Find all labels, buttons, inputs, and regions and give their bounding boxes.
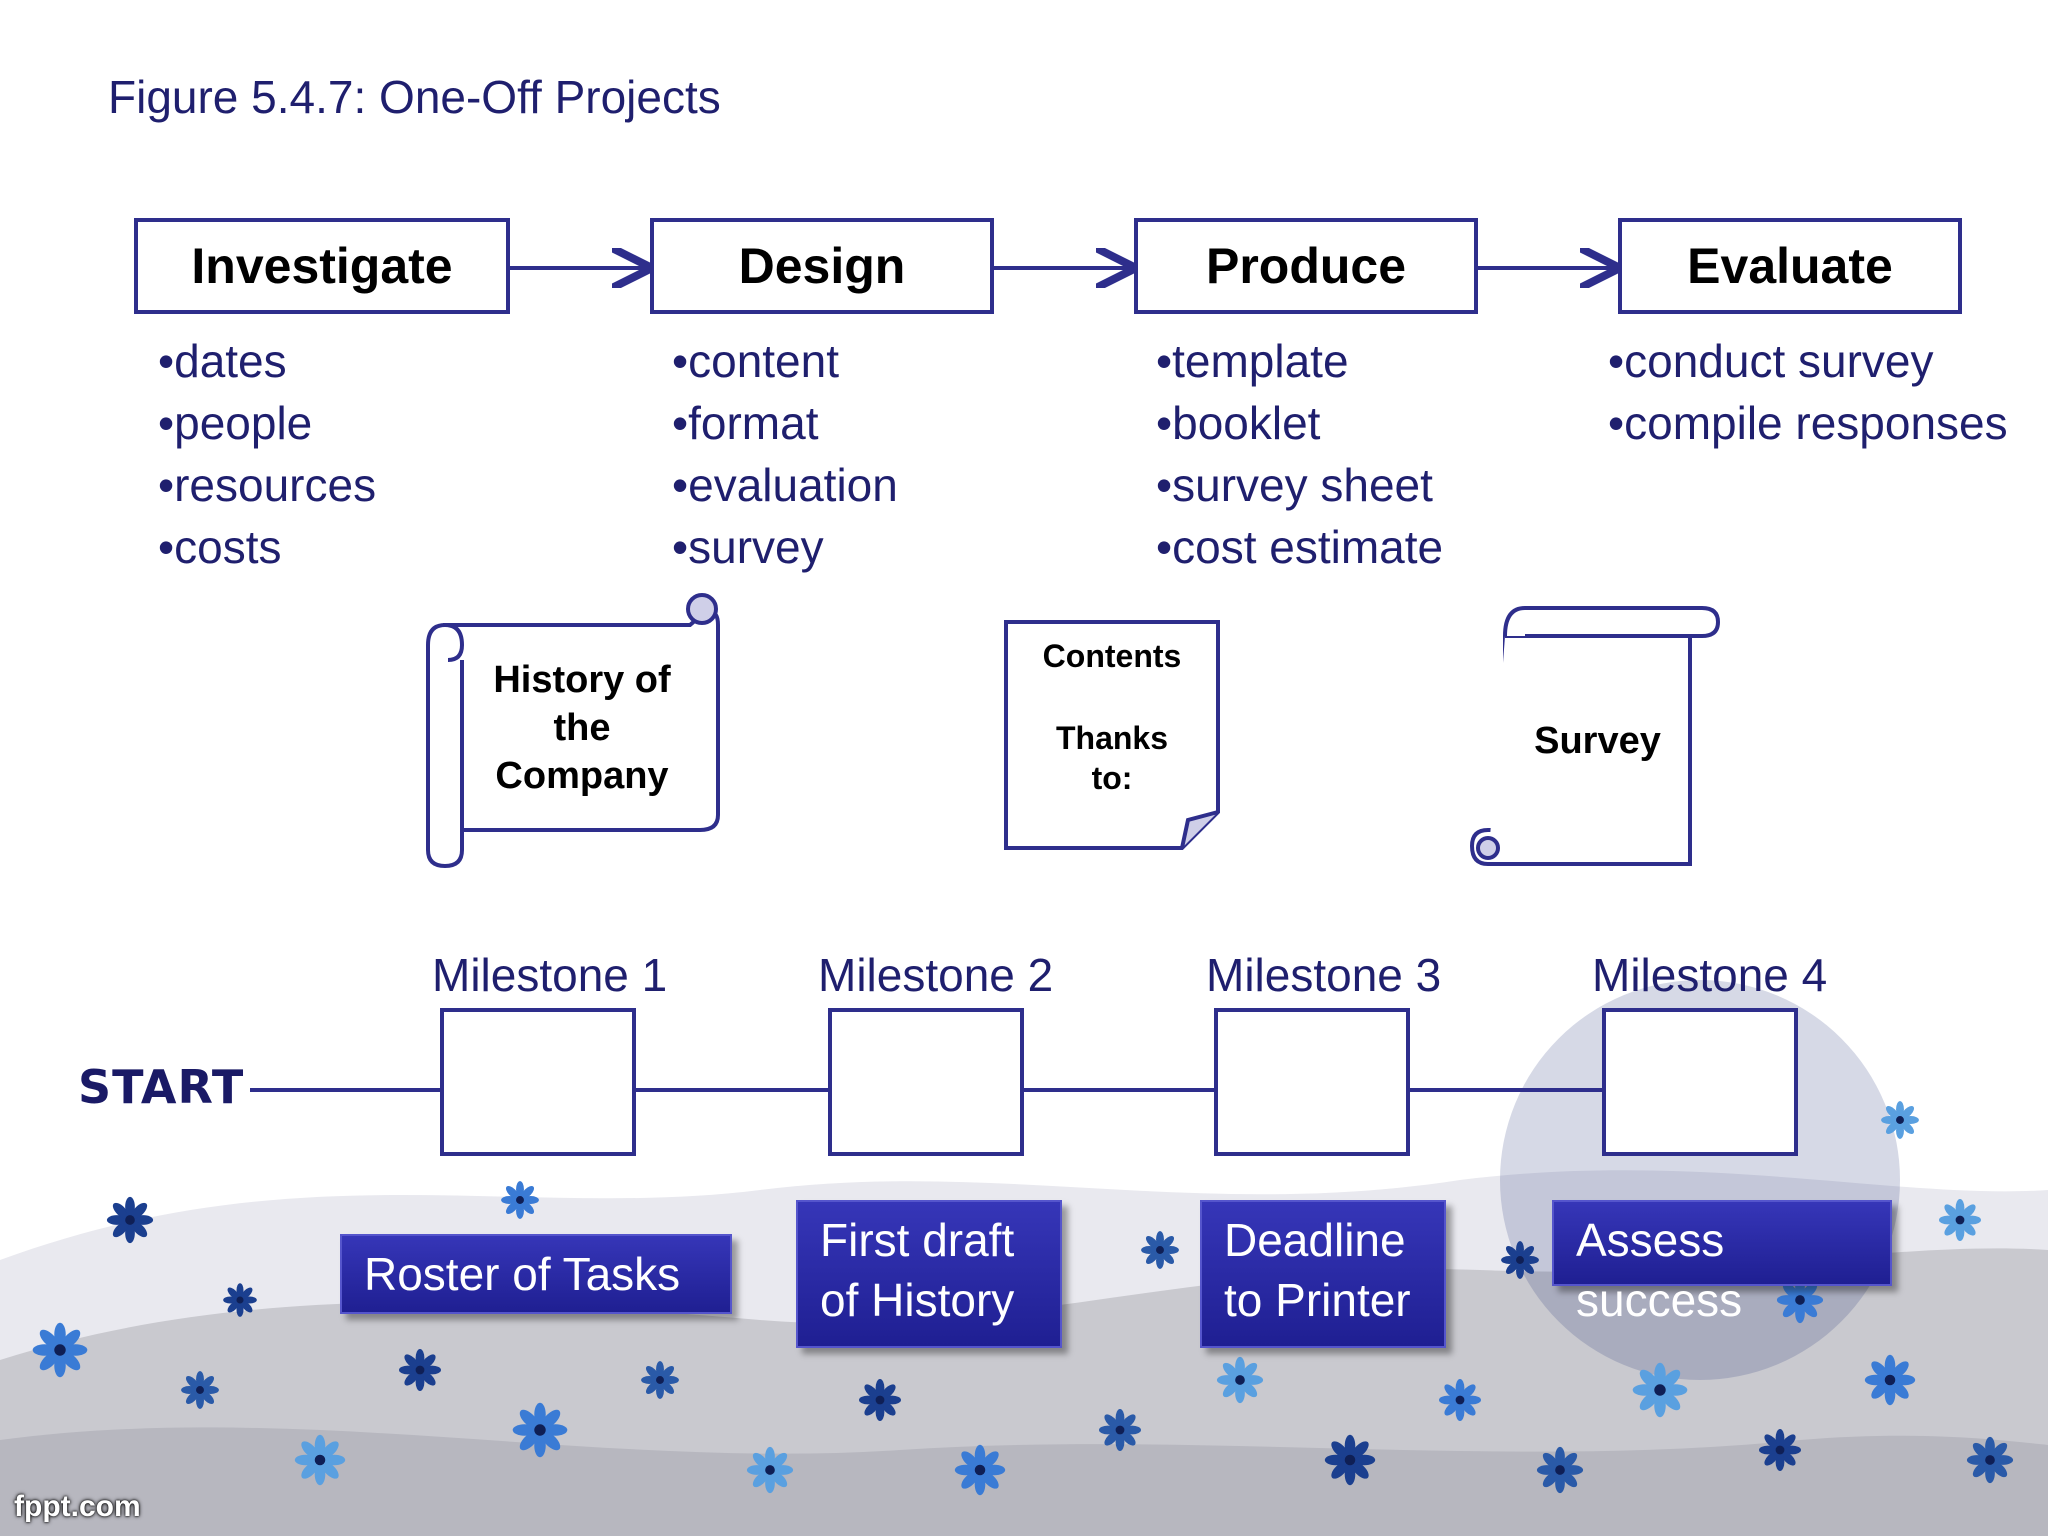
flower-decoration [1536,1446,1584,1494]
flower-decoration [1324,1434,1376,1486]
phase-box-design: Design [650,218,994,314]
milestone-4-note: Assess success [1552,1200,1892,1326]
flower-decoration [859,1379,901,1421]
list-item: booklet [1156,392,1443,454]
flower-decoration [1864,1354,1916,1406]
list-item: evaluation [672,454,898,516]
milestone-2-note-line-1: First draft [820,1214,1015,1266]
evaluate-bullets: conduct survey compile responses [1608,330,2008,454]
list-item: costs [158,516,376,578]
milestone-4-label: Milestone 4 [1592,949,1828,1001]
milestone-3-note: Deadline to Printer [1200,1200,1446,1348]
flower-decoration [1881,1101,1919,1139]
flower-decoration [641,1361,679,1399]
flower-decoration [1966,1436,2014,1484]
milestone-1-label: Milestone 1 [432,949,668,1001]
flower-decoration [1759,1429,1801,1471]
flower-decoration [501,1181,539,1219]
history-line-3: Company [495,755,669,797]
history-scroll-text: History of the Company [462,656,702,800]
milestone-1-note-line-1: Roster of Tasks [364,1248,681,1300]
milestone-2-label: Milestone 2 [818,949,1054,1001]
list-item: survey [672,516,898,578]
survey-scroll-text: Survey [1505,720,1690,763]
flower-decoration [1141,1231,1179,1269]
flower-decoration [1776,1276,1824,1324]
flower-decoration [1439,1379,1481,1421]
phase-box-investigate: Investigate [134,218,510,314]
list-item: content [672,330,898,392]
phase-box-evaluate: Evaluate [1618,218,1962,314]
flower-decoration [181,1371,219,1409]
flower-decoration [1939,1199,1981,1241]
list-item: cost estimate [1156,516,1443,578]
booklet-line-1: Contents [1042,638,1182,674]
flower-decoration [294,1434,346,1486]
flower-decoration [399,1349,441,1391]
fppt-watermark: fppt.com [14,1490,141,1523]
investigate-bullets: dates people resources costs [158,330,376,578]
milestone-2-box [828,1008,1024,1156]
list-item: template [1156,330,1443,392]
flower-decoration [106,1196,154,1244]
list-item: survey sheet [1156,454,1443,516]
list-item: conduct survey [1608,330,2008,392]
history-line-1: History of [493,659,671,701]
list-item: compile responses [1608,392,2008,454]
flower-decoration [1216,1356,1264,1404]
phase-box-produce: Produce [1134,218,1478,314]
list-item: dates [158,330,376,392]
history-line-2: the [553,707,611,749]
flower-decoration [1099,1409,1141,1451]
list-item: people [158,392,376,454]
flower-decoration [954,1444,1006,1496]
milestone-4-box [1602,1008,1798,1156]
milestone-3-note-line-2: to Printer [1224,1274,1411,1326]
figure-title: Figure 5.4.7: One-Off Projects [108,71,721,123]
list-item: format [672,392,898,454]
milestone-1-box [440,1008,636,1156]
milestone-3-label: Milestone 3 [1206,949,1442,1001]
survey-line-1: Survey [1534,720,1661,762]
booklet-page-text: Contents Thanks to: [1006,636,1218,798]
milestone-2-note: First draft of History [796,1200,1062,1348]
booklet-line-3: to: [1091,760,1133,796]
booklet-line-2: Thanks [1055,720,1169,756]
list-item: resources [158,454,376,516]
flower-decoration [223,1283,257,1317]
design-bullets: content format evaluation survey [672,330,898,578]
milestone-2-note-line-2: of History [820,1274,1015,1326]
start-label: START [78,1060,245,1114]
flower-decoration [32,1322,88,1378]
produce-bullets: template booklet survey sheet cost estim… [1156,330,1443,578]
milestone-3-note-line-1: Deadline [1224,1214,1406,1266]
flower-decoration [746,1446,794,1494]
milestone-4-note-line-1: Assess success [1576,1214,1743,1326]
flower-decoration [512,1402,568,1458]
flower-decoration [1501,1241,1539,1279]
milestone-3-box [1214,1008,1410,1156]
flower-decoration [1632,1362,1688,1418]
milestone-1-note: Roster of Tasks [340,1234,732,1314]
